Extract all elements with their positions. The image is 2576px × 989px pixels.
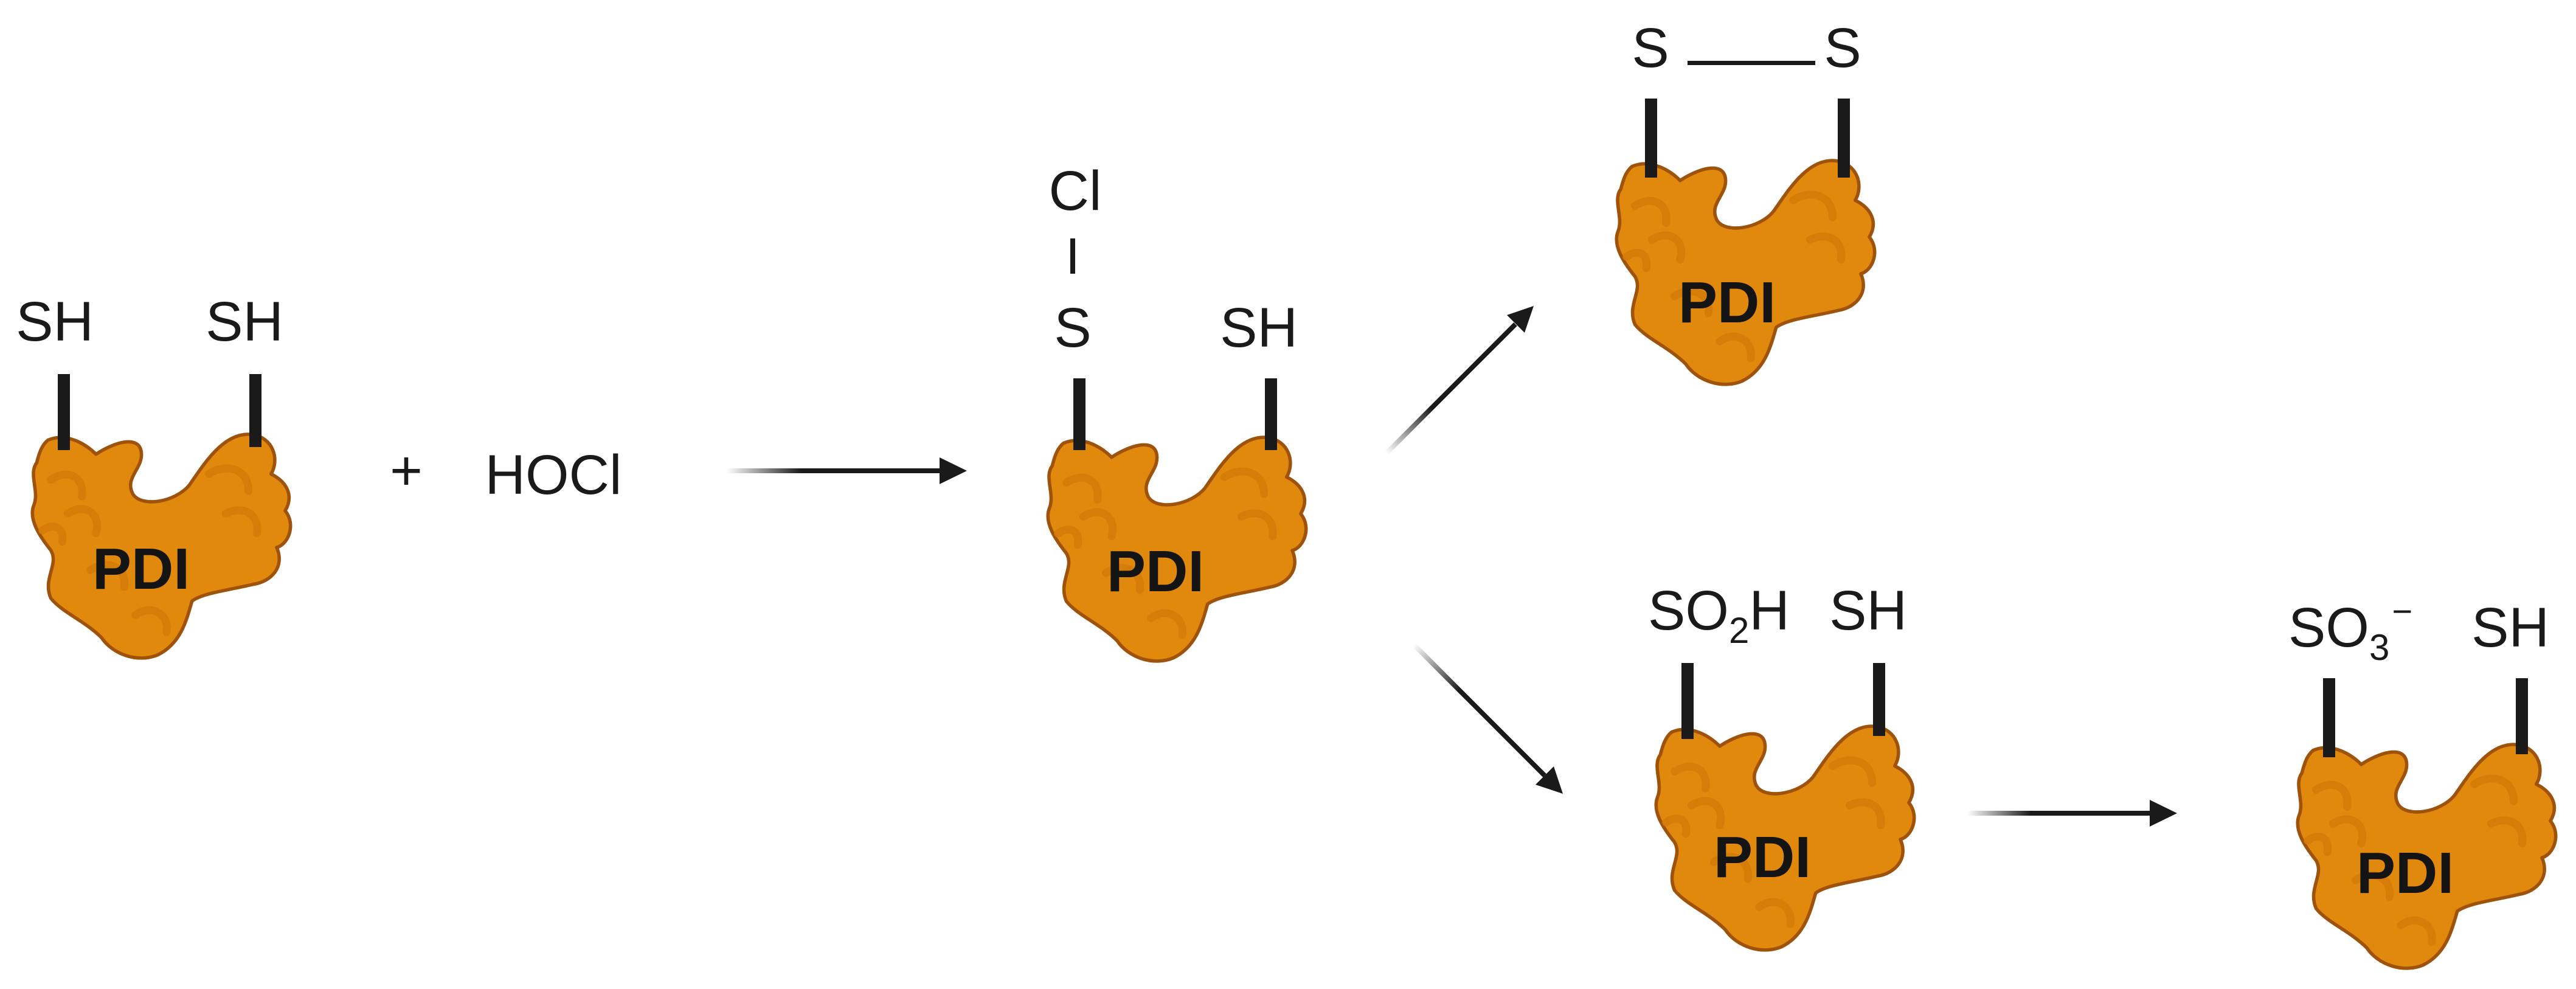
- reaction-arrow-down: [1412, 643, 1563, 794]
- sulfinic-subscript: 2: [1729, 610, 1749, 651]
- sulfinic-tail: H: [1749, 580, 1789, 642]
- protein-label: PDI: [1107, 539, 1204, 604]
- sulfonate-label: SO3−: [2288, 592, 2412, 668]
- hocl-label: HOCl: [485, 444, 622, 506]
- reaction-arrow-4: [1967, 800, 2177, 827]
- right-thiol-label: SH: [2471, 597, 2549, 659]
- right-thiol-label: SH: [1829, 580, 1907, 642]
- right-thiol-label: SH: [1220, 297, 1298, 359]
- sulfinic-label: SO2H: [1648, 580, 1790, 651]
- pdi-chlorinated: Cl S SH PDI: [1048, 160, 1306, 661]
- protein-label: PDI: [1678, 270, 1776, 335]
- left-cysteine-stick: [2323, 678, 2335, 757]
- pdi-disulfide: S S PDI: [1616, 17, 1874, 384]
- left-cysteine-stick: [58, 374, 70, 450]
- right-cysteine-stick: [1838, 99, 1850, 178]
- pdi-reduced: SH SH PDI: [16, 291, 291, 658]
- reaction-arrow-1: [727, 457, 967, 484]
- right-cysteine-stick: [1873, 663, 1885, 736]
- sulfinic-base: SO: [1648, 580, 1729, 642]
- left-sulfur-label: S: [1632, 17, 1669, 79]
- sulfonate-base: SO: [2288, 597, 2369, 659]
- right-thiol-label: SH: [206, 291, 283, 353]
- s-cl-bond: [1070, 238, 1075, 274]
- protein-label: PDI: [2356, 841, 2454, 906]
- left-cysteine-stick: [1645, 99, 1657, 178]
- right-sulfur-label: S: [1824, 17, 1861, 79]
- pdi-sulfinic: SO2H SH PDI: [1648, 580, 1914, 950]
- pdi-sulfonate: SO3− SH PDI: [2288, 592, 2556, 968]
- left-cysteine-stick: [1681, 663, 1694, 739]
- sulfonate-subscript: 3: [2369, 627, 2389, 668]
- left-thiol-label: SH: [16, 291, 94, 353]
- right-cysteine-stick: [2516, 678, 2528, 754]
- protein-label: PDI: [92, 536, 190, 602]
- right-cysteine-stick: [1265, 378, 1277, 450]
- left-cysteine-stick: [1073, 378, 1085, 450]
- reaction-arrow-up: [1385, 306, 1534, 455]
- protein-label: PDI: [1714, 825, 1811, 890]
- sulfonate-charge: −: [2392, 592, 2412, 631]
- right-cysteine-stick: [249, 374, 261, 447]
- chlorine-label: Cl: [1049, 160, 1102, 222]
- plus-sign: +: [390, 440, 423, 502]
- disulfide-bond: [1688, 61, 1815, 65]
- sulfur-label: S: [1054, 297, 1091, 359]
